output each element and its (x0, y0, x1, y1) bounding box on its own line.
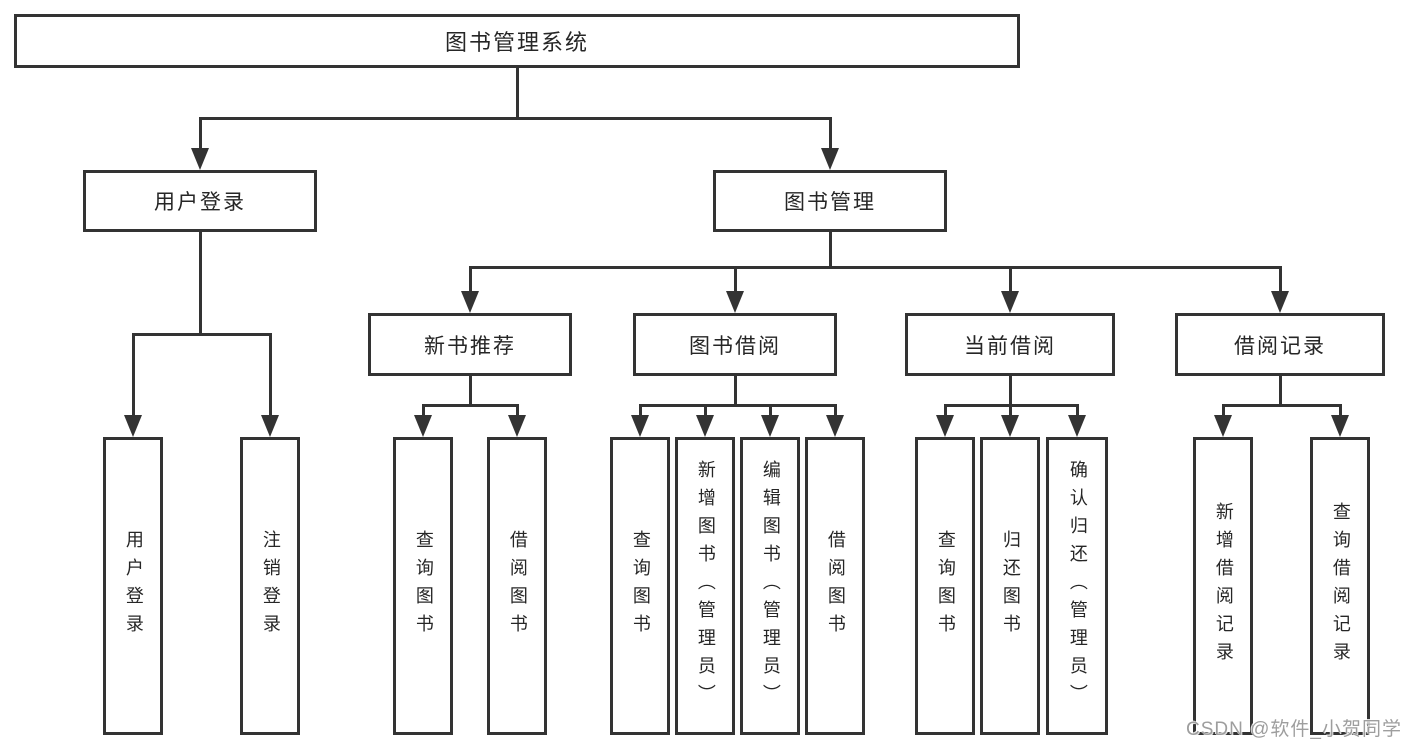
connector-borrowing-drop-1 (638, 407, 642, 415)
arrowhead-book-management (821, 148, 839, 170)
connector-current-branch (943, 404, 1079, 407)
node-new-book-recommend-label: 新书推荐 (424, 334, 516, 358)
connector-borrowing-drop-4 (833, 407, 837, 415)
leaf-add-borrow-record: 新增借阅记录 (1193, 437, 1253, 735)
connector-bookmgmt-stem (828, 232, 832, 266)
arrowhead-records-add (1214, 415, 1232, 437)
connector-newbook-drop-1 (421, 407, 425, 415)
leaf-borrow-books: 借阅图书 (805, 437, 865, 735)
arrowhead-current-confirm (1068, 415, 1086, 437)
connector-root-stem (515, 68, 519, 120)
arrowhead-records-query (1331, 415, 1349, 437)
leaf-edit-books-admin: 编辑图书（管理员） (740, 437, 800, 735)
leaf-add-books-admin-label: 新增图书（管理员） (695, 460, 716, 712)
connector-root-branch (198, 117, 832, 120)
connector-root-drop-right (828, 120, 832, 150)
node-current-borrowing-label: 当前借阅 (964, 334, 1056, 358)
arrowhead-borrowing-query (631, 415, 649, 437)
connector-current-stem (1008, 376, 1012, 404)
leaf-user-login: 用户登录 (103, 437, 163, 735)
connector-borrowing-drop-2 (703, 407, 707, 415)
connector-records-branch (1221, 404, 1342, 407)
arrowhead-borrowing-add (696, 415, 714, 437)
connector-current-drop-1 (943, 407, 947, 415)
connector-bookmgmt-branch (468, 266, 1282, 269)
arrowhead-borrowing-borrow (826, 415, 844, 437)
node-root-label: 图书管理系统 (444, 30, 589, 55)
leaf-newbook-query-books: 查询图书 (393, 437, 453, 735)
node-user-login-label: 用户登录 (154, 191, 246, 214)
leaf-current-query-books-label: 查询图书 (935, 530, 956, 642)
arrowhead-new-book-recommend (461, 291, 479, 313)
leaf-return-books: 归还图书 (980, 437, 1040, 735)
leaf-borrow-query-books-label: 查询图书 (630, 530, 651, 642)
connector-newbook-stem (468, 376, 472, 404)
connector-records-stem (1278, 376, 1282, 404)
arrowhead-leaf-logout (261, 415, 279, 437)
connector-userlogin-drop-2 (268, 336, 272, 415)
node-new-book-recommend: 新书推荐 (368, 313, 572, 376)
connector-bookmgmt-drop-1 (468, 269, 472, 291)
node-borrowing-records: 借阅记录 (1175, 313, 1385, 376)
connector-borrowing-branch (638, 404, 837, 407)
leaf-confirm-return-admin: 确认归还（管理员） (1046, 437, 1108, 735)
leaf-logout-label: 注销登录 (260, 530, 281, 642)
leaf-query-borrow-record: 查询借阅记录 (1310, 437, 1370, 735)
leaf-query-borrow-record-label: 查询借阅记录 (1330, 502, 1351, 670)
connector-bookmgmt-drop-2 (733, 269, 737, 291)
leaf-return-books-label: 归还图书 (1000, 530, 1021, 642)
leaf-user-login-label: 用户登录 (123, 530, 144, 642)
leaf-borrow-query-books: 查询图书 (610, 437, 670, 735)
leaf-confirm-return-admin-label: 确认归还（管理员） (1067, 460, 1088, 712)
leaf-logout: 注销登录 (240, 437, 300, 735)
node-book-borrowing-label: 图书借阅 (689, 334, 781, 358)
node-book-borrowing: 图书借阅 (633, 313, 837, 376)
connector-borrowing-drop-3 (768, 407, 772, 415)
leaf-newbook-query-books-label: 查询图书 (413, 530, 434, 642)
connector-records-drop-1 (1221, 407, 1225, 415)
node-borrowing-records-label: 借阅记录 (1234, 334, 1326, 358)
connector-borrowing-stem (733, 376, 737, 404)
connector-root-drop-left (198, 120, 202, 150)
arrowhead-newbook-query (414, 415, 432, 437)
leaf-edit-books-admin-label: 编辑图书（管理员） (760, 460, 781, 712)
node-book-management: 图书管理 (713, 170, 947, 232)
connector-newbook-branch (421, 404, 519, 407)
arrowhead-current-return (1001, 415, 1019, 437)
arrowhead-current-borrowing (1001, 291, 1019, 313)
connector-current-drop-2 (1008, 407, 1012, 415)
arrowhead-borrowing-records (1271, 291, 1289, 313)
arrowhead-borrowing-edit (761, 415, 779, 437)
connector-newbook-drop-2 (515, 407, 519, 415)
leaf-current-query-books: 查询图书 (915, 437, 975, 735)
arrowhead-leaf-user-login (124, 415, 142, 437)
connector-records-drop-2 (1338, 407, 1342, 415)
leaf-add-books-admin: 新增图书（管理员） (675, 437, 735, 735)
connector-bookmgmt-drop-3 (1008, 269, 1012, 291)
arrowhead-newbook-borrow (508, 415, 526, 437)
connector-current-drop-3 (1075, 407, 1079, 415)
arrowhead-user-login (191, 148, 209, 170)
arrowhead-current-query (936, 415, 954, 437)
leaf-add-borrow-record-label: 新增借阅记录 (1213, 502, 1234, 670)
leaf-newbook-borrow-books-label: 借阅图书 (507, 530, 528, 642)
connector-userlogin-drop-1 (131, 336, 135, 415)
leaf-newbook-borrow-books: 借阅图书 (487, 437, 547, 735)
csdn-watermark: CSDN @软件_小贺同学 (1186, 719, 1402, 740)
node-user-login: 用户登录 (83, 170, 317, 232)
node-current-borrowing: 当前借阅 (905, 313, 1115, 376)
node-book-management-label: 图书管理 (784, 191, 876, 214)
connector-userlogin-stem (198, 232, 202, 333)
arrowhead-book-borrowing (726, 291, 744, 313)
connector-userlogin-branch (131, 333, 272, 336)
leaf-borrow-books-label: 借阅图书 (825, 530, 846, 642)
connector-bookmgmt-drop-4 (1278, 269, 1282, 291)
node-root: 图书管理系统 (14, 14, 1020, 68)
